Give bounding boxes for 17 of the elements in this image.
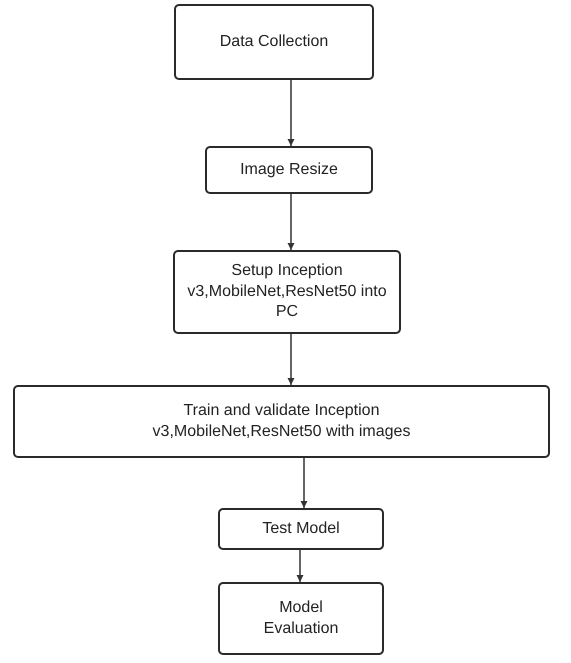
arrow (296, 550, 304, 582)
process-box (173, 250, 401, 334)
arrow (300, 458, 308, 508)
arrow (288, 194, 294, 250)
process-box (174, 4, 374, 80)
box-text: Data Collection (220, 32, 328, 52)
process-box (205, 146, 373, 194)
box-text: Image Resize (240, 160, 338, 180)
arrow (288, 80, 294, 146)
box-text: Test Model (262, 518, 340, 539)
process-box (218, 508, 384, 550)
arrow (288, 334, 294, 385)
process-box (218, 582, 384, 655)
process-box (13, 385, 550, 458)
box-text: Train and validate Inception v3,MobileNet,ResNet50 with images (152, 400, 412, 442)
box-text: Setup Inception v3,MobileNet,ResNet50 into PC (187, 260, 387, 322)
box-text: Model Evaluation (262, 598, 340, 638)
